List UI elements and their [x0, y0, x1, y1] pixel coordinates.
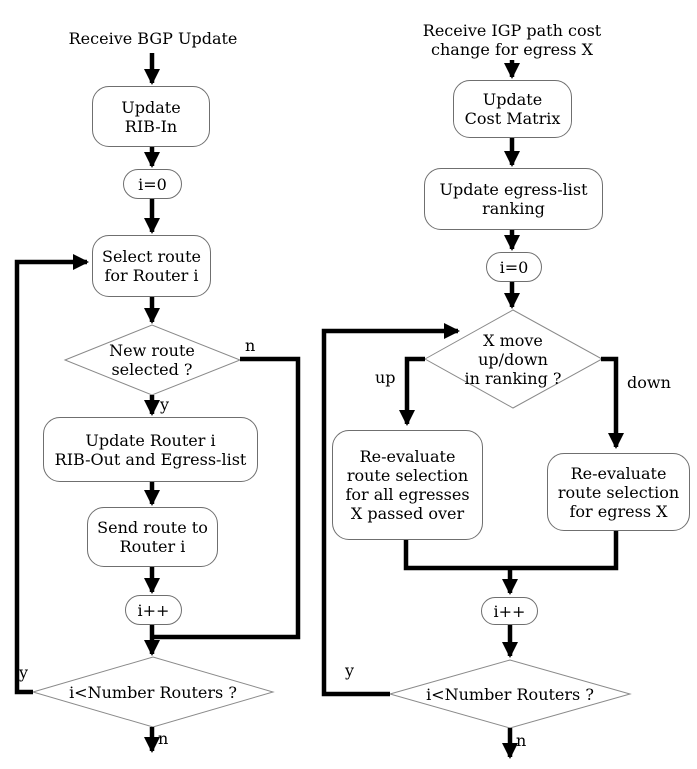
- right-loop-n-label: n: [516, 731, 527, 750]
- new-route-question: New route selected ?: [109, 341, 195, 379]
- select-route-box: Select route for Router i: [92, 235, 211, 297]
- new-route-y-label: y: [160, 395, 170, 414]
- edge-moveq-up-branch: [399, 356, 425, 426]
- left-increment-oval: i++: [125, 595, 182, 625]
- reevaluate-all-box: Re-evaluate route selection for all egre…: [332, 430, 483, 540]
- left-loop-question: i<Number Routers ?: [69, 682, 237, 702]
- reevaluate-one-box: Re-evaluate route selection for egress X: [547, 453, 690, 531]
- right-start-label: Receive IGP path cost change for egress …: [422, 21, 602, 59]
- move-question: X move up/down in ranking ?: [464, 331, 562, 388]
- send-route-box: Send route to Router i: [87, 507, 218, 567]
- right-init-oval: i=0: [486, 252, 542, 282]
- new-route-n-label: n: [245, 336, 256, 355]
- move-up-label: up: [375, 368, 396, 387]
- right-increment-oval: i++: [481, 597, 538, 625]
- left-loop-n-label: n: [158, 729, 169, 748]
- edge-moveq-down-branch: [601, 356, 624, 449]
- left-init-oval: i=0: [123, 169, 182, 199]
- right-loop-y-label: y: [345, 661, 355, 680]
- right-loop-question: i<Number Routers ?: [426, 684, 594, 704]
- move-down-label: down: [627, 373, 671, 392]
- update-router-box: Update Router i RIB-Out and Egress-list: [43, 417, 258, 482]
- update-rib-in-box: Update RIB-In: [92, 86, 210, 147]
- left-loop-y-label: y: [19, 663, 29, 682]
- update-ranking-box: Update egress-list ranking: [424, 168, 603, 230]
- update-cost-matrix-box: Update Cost Matrix: [453, 80, 572, 138]
- edge-newroute-n-bypass: [152, 356, 301, 640]
- left-start-label: Receive BGP Update: [68, 29, 238, 48]
